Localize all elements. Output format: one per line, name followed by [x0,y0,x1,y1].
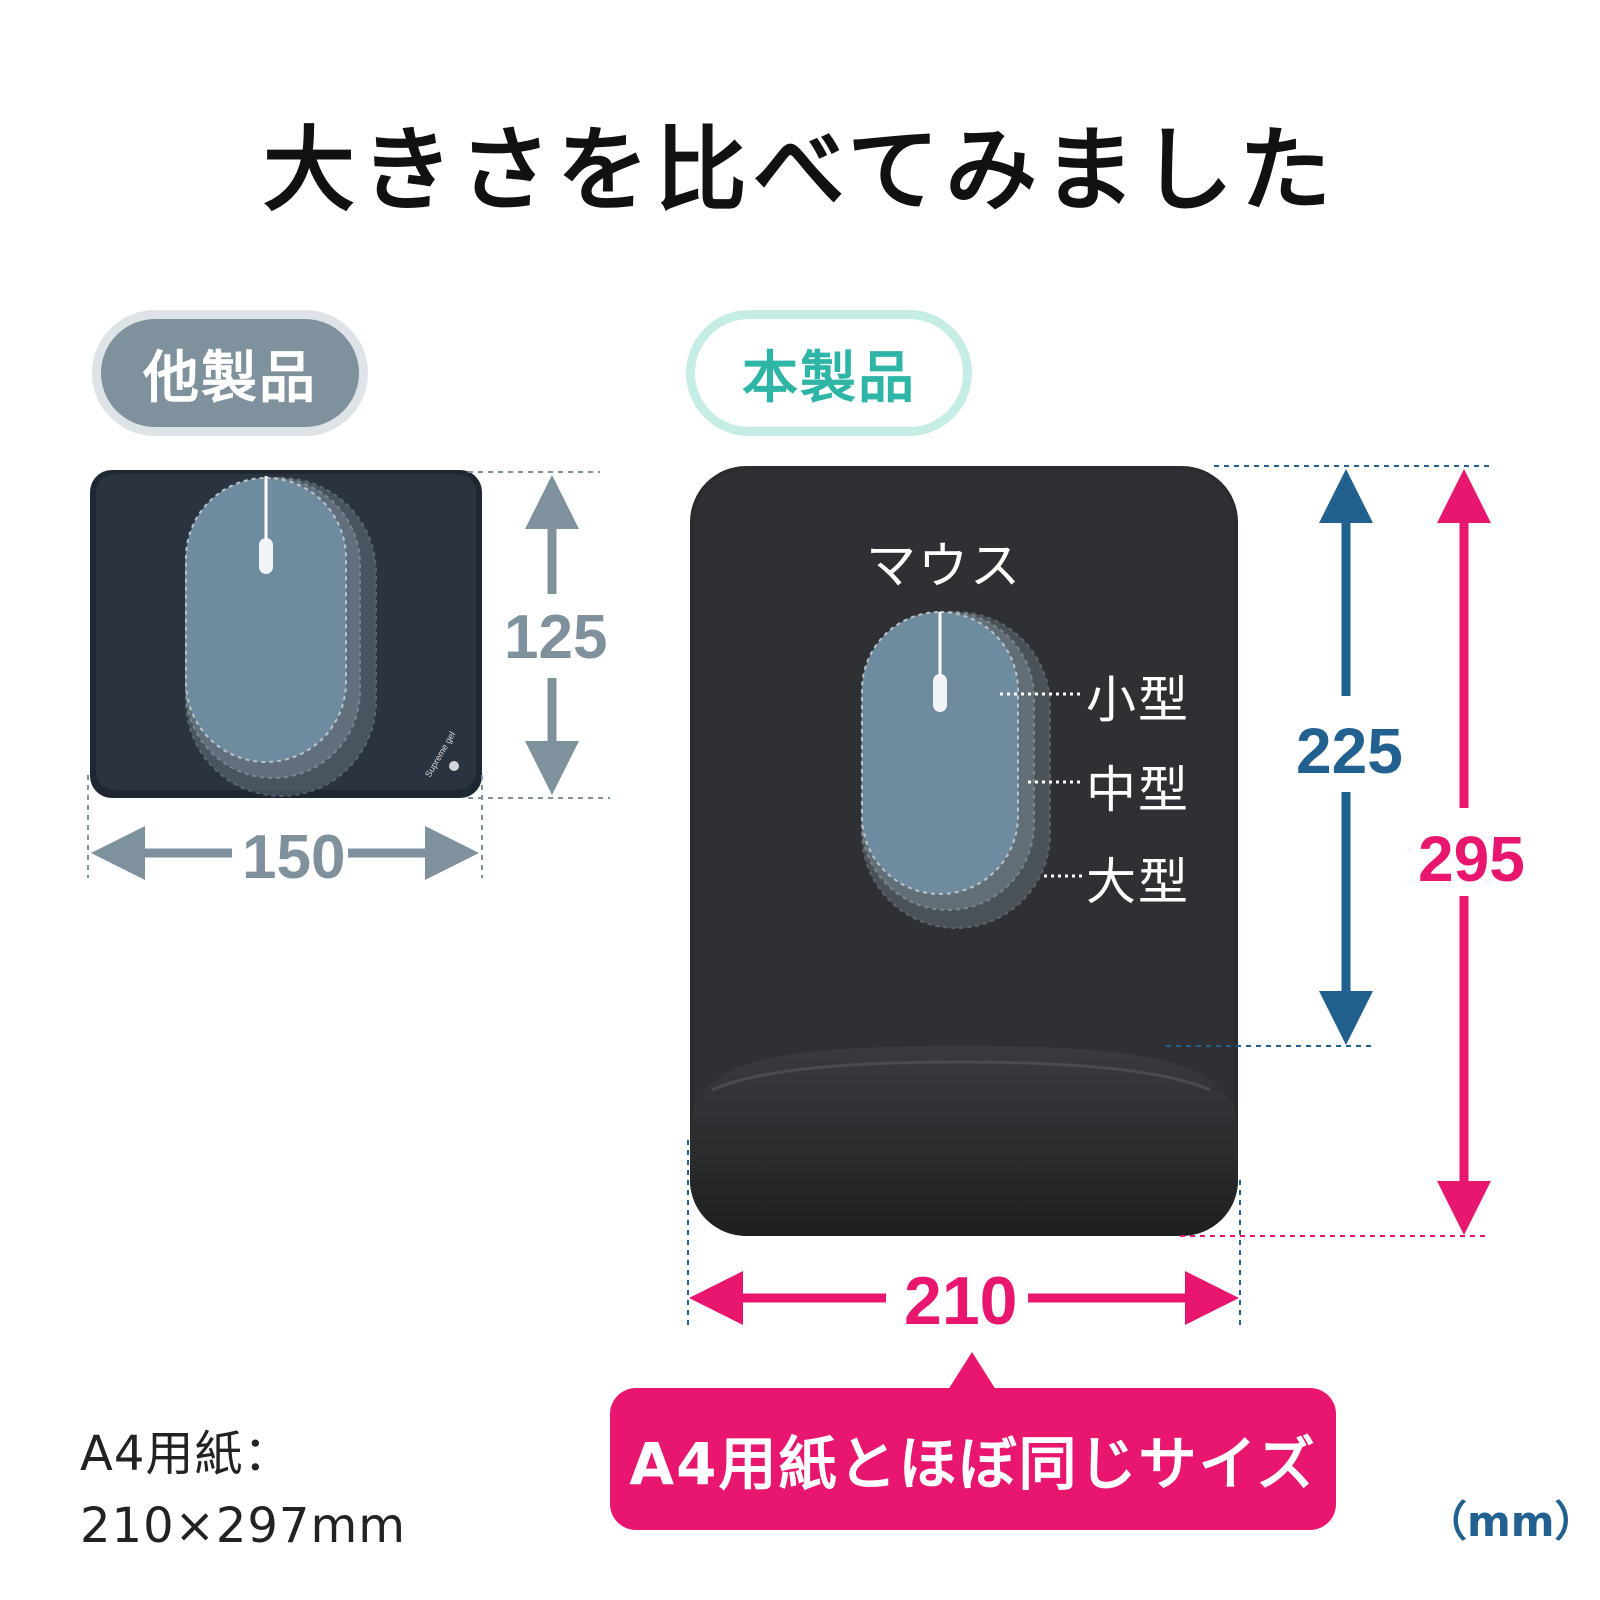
mouse-size-leaders [1000,692,1082,878]
this-width-label: 210 [904,1263,1018,1339]
mouse-size-medium: 中型 [1086,761,1190,819]
other-dimension-guides [87,471,610,878]
total-height-label: 295 [1418,823,1525,895]
a4-size-callout: A4用紙とほぼ同じサイズ [610,1388,1336,1530]
other-height-label: 125 [504,603,608,672]
this-product-badge: 本製品 [686,310,972,436]
mouse-size-large: 大型 [1086,853,1190,911]
a4-note-line1: A4用紙： [80,1426,293,1482]
a4-note-line2: 210×297mm [80,1498,406,1554]
other-product-badge: 他製品 [92,310,368,436]
mouse-size-small: 小型 [1086,671,1190,729]
other-mouse-silhouettes [185,476,377,797]
this-dimension-guides [687,465,1490,1330]
other-width-label: 150 [242,823,346,892]
callout-pointer [948,1352,996,1390]
unit-label: （mm） [1425,1497,1597,1546]
page-title: 大きさを比べてみました [262,117,1338,224]
a4-paper-note: A4用紙： 210×297mm [80,1418,406,1562]
mouse-label: マウス [866,537,1022,595]
this-mouse-silhouettes [861,611,1051,929]
wrist-rest [690,1046,1238,1236]
mouse-area-height-label: 225 [1296,715,1403,787]
